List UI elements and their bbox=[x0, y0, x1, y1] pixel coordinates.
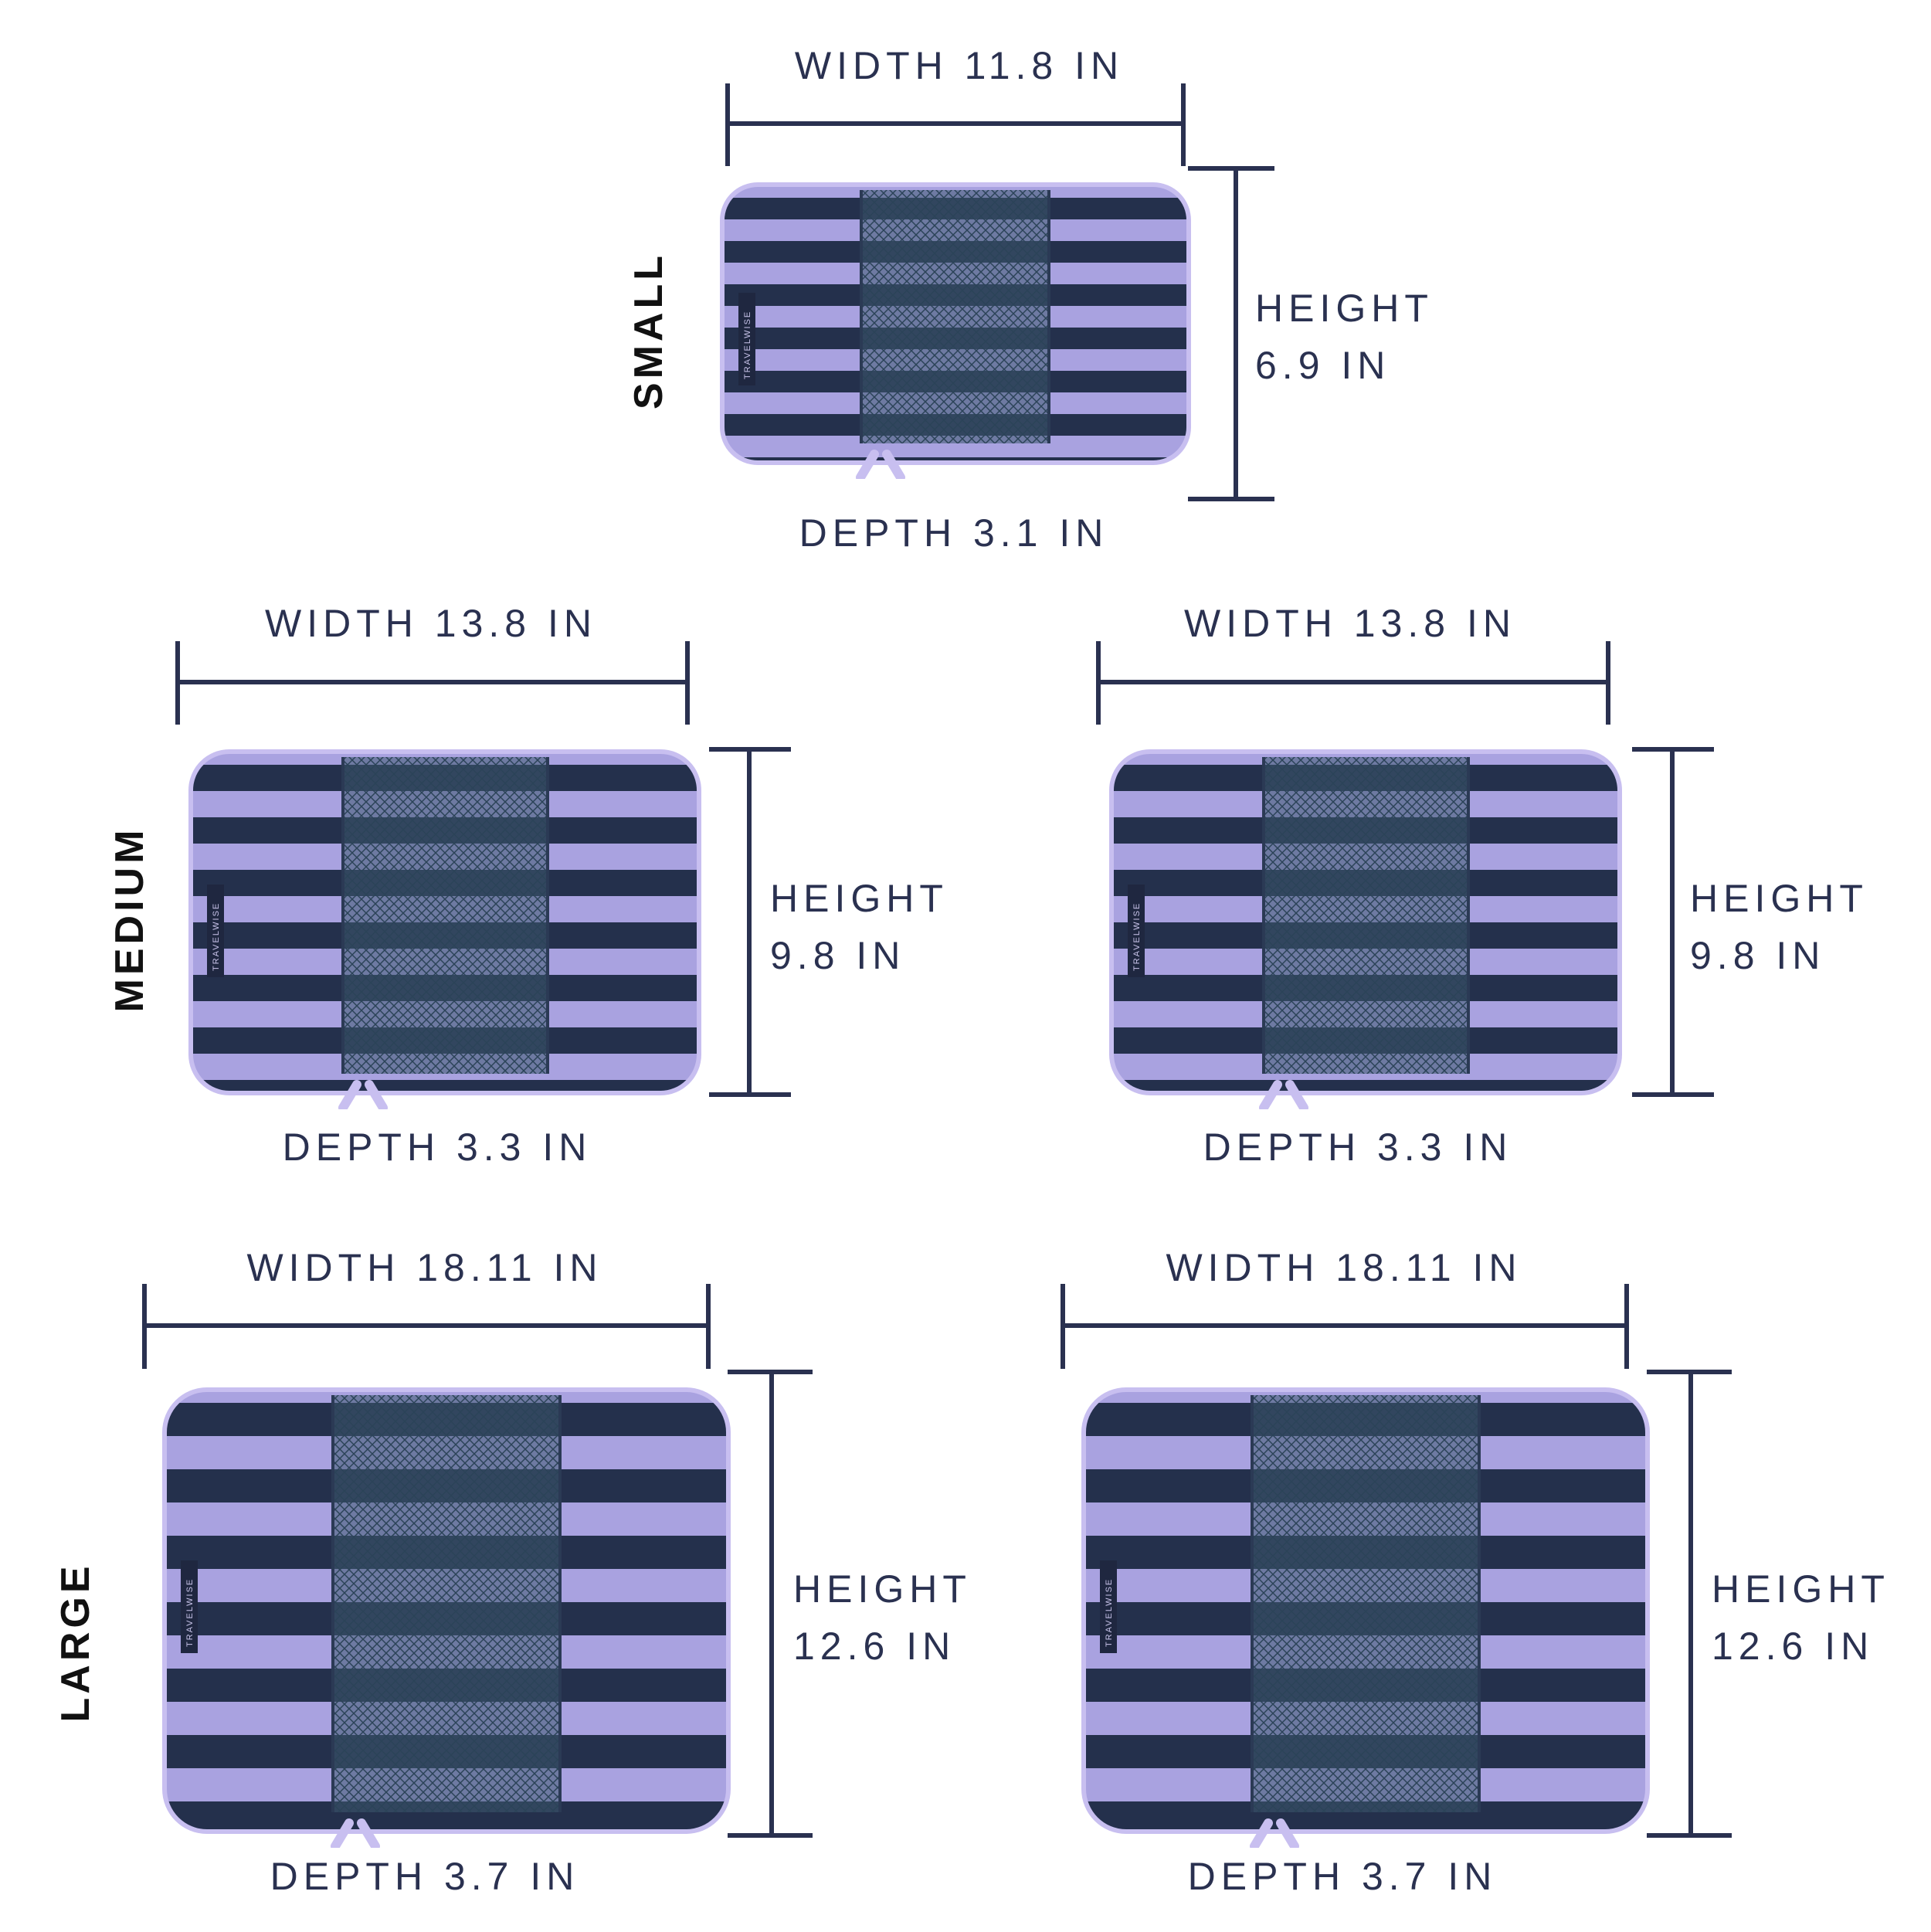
height-title-medium-right: HEIGHT bbox=[1690, 877, 1868, 920]
brand-tag-text: TRAVELWISE bbox=[743, 311, 752, 379]
width-label-medium-left: WIDTH 13.8 IN bbox=[265, 602, 597, 645]
brand-tag-text: TRAVELWISE bbox=[212, 902, 221, 971]
brand-tag-text: TRAVELWISE bbox=[185, 1578, 195, 1647]
brand-tag-text: TRAVELWISE bbox=[1132, 902, 1142, 971]
width-label-small: WIDTH 11.8 IN bbox=[794, 44, 1125, 87]
packing-cube-large-right: TRAVELWISE bbox=[1078, 1384, 1653, 1851]
width-label-medium-right: WIDTH 13.8 IN bbox=[1184, 602, 1516, 645]
depth-label-large-right: DEPTH 3.7 IN bbox=[1187, 1855, 1498, 1898]
depth-label-small: DEPTH 3.1 IN bbox=[799, 511, 1109, 555]
width-label-large-left: WIDTH 18.11 IN bbox=[246, 1246, 603, 1289]
height-value-medium-left: 9.8 IN bbox=[770, 934, 906, 977]
depth-label-medium-right: DEPTH 3.3 IN bbox=[1203, 1126, 1513, 1169]
packing-cube-medium-right: TRAVELWISE bbox=[1106, 746, 1625, 1112]
brand-tag-text: TRAVELWISE bbox=[1105, 1578, 1114, 1647]
height-title-large-right: HEIGHT bbox=[1712, 1567, 1890, 1611]
height-value-small: 6.9 IN bbox=[1255, 344, 1391, 387]
height-value-large-left: 12.6 IN bbox=[793, 1625, 956, 1668]
height-title-small: HEIGHT bbox=[1255, 287, 1434, 330]
packing-cube-medium-left: TRAVELWISE bbox=[185, 746, 704, 1112]
packing-cube-large-left: TRAVELWISE bbox=[159, 1384, 734, 1851]
depth-label-large-left: DEPTH 3.7 IN bbox=[270, 1855, 580, 1898]
size-label-small: SMALL bbox=[626, 251, 671, 410]
height-value-medium-right: 9.8 IN bbox=[1690, 934, 1826, 977]
height-title-large-left: HEIGHT bbox=[793, 1567, 972, 1611]
height-value-large-right: 12.6 IN bbox=[1712, 1625, 1875, 1668]
packing-cube-small: TRAVELWISE bbox=[717, 179, 1194, 482]
height-title-medium-left: HEIGHT bbox=[770, 877, 949, 920]
size-label-large: LARGE bbox=[53, 1562, 98, 1723]
width-label-large-right: WIDTH 18.11 IN bbox=[1166, 1246, 1522, 1289]
size-label-medium: MEDIUM bbox=[107, 826, 152, 1013]
depth-label-medium-left: DEPTH 3.3 IN bbox=[282, 1126, 592, 1169]
